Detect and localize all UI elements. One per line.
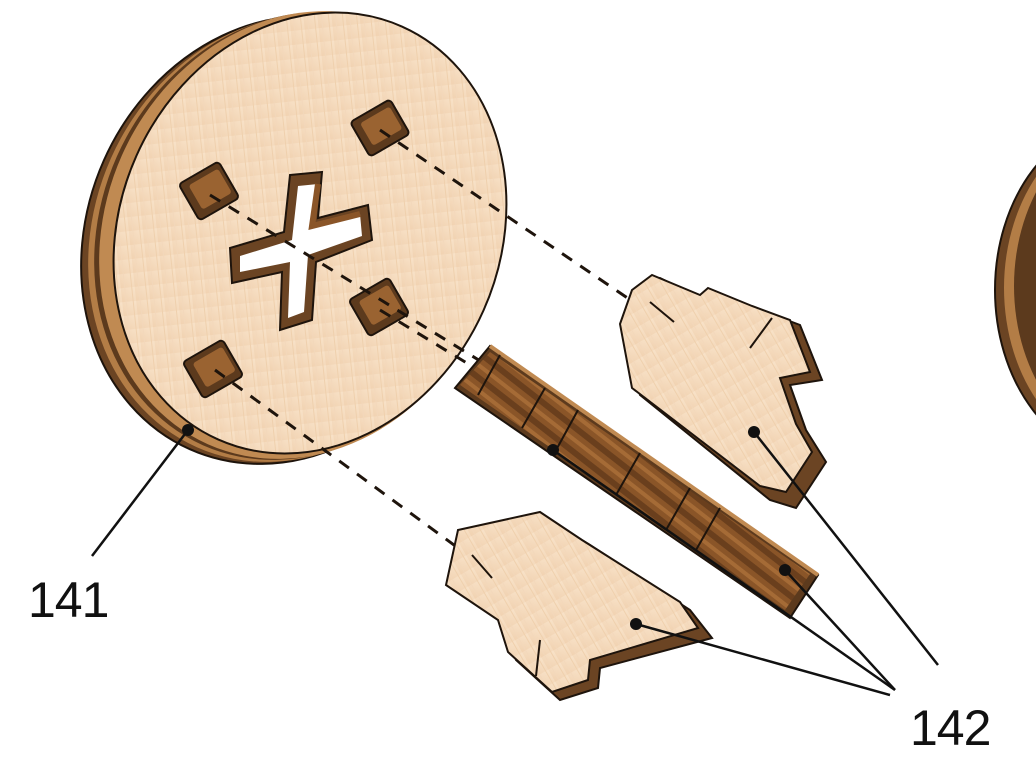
- leader-dot-141: [182, 424, 194, 436]
- leader-dot-bar-a: [547, 444, 559, 456]
- label-142: 142: [910, 700, 990, 756]
- leader-dot-bar-b: [779, 564, 791, 576]
- label-141: 141: [28, 572, 108, 628]
- partial-disc-edge: [995, 120, 1036, 460]
- leader-dot-lower-bracket: [630, 618, 642, 630]
- disc-141: [11, 0, 576, 529]
- leader-dot-upper-bracket: [748, 426, 760, 438]
- lower-bracket-142: [446, 512, 712, 700]
